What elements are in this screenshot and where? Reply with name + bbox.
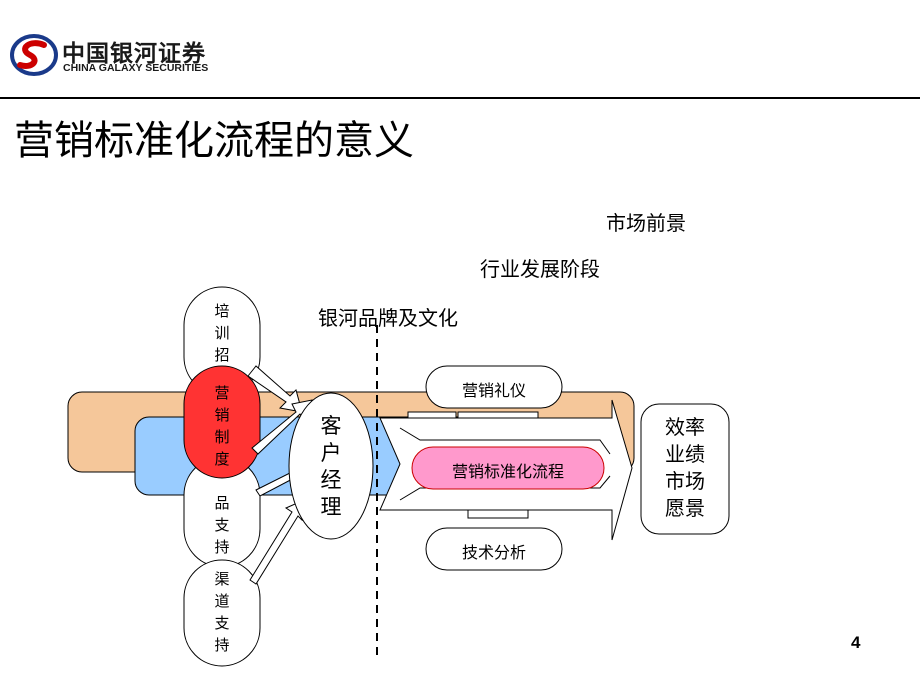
pill-channel-text: 渠 道 支 持 [184, 568, 260, 656]
pill-standard-process [411, 446, 605, 490]
pill-tech-analysis-label: 技术分析 [461, 543, 526, 562]
system-char: 制 [214, 428, 230, 446]
training-char: 训 [214, 324, 230, 342]
arrow-training [247, 365, 303, 413]
page-title: 营销标准化流程的意义 [14, 118, 414, 164]
label-industry-stage: 行业发展阶段 [480, 257, 600, 281]
manager-char: 理 [320, 495, 342, 519]
product-char: 品 [214, 494, 230, 512]
manager-char: 客 [320, 414, 342, 438]
result-line: 愿景 [665, 496, 705, 520]
pill-tech-analysis [425, 527, 563, 571]
pill-training-text: 培 训 招 [184, 300, 260, 366]
pill-system [183, 365, 261, 479]
process-arrow-inner [399, 427, 611, 455]
result-line: 效率 [665, 415, 705, 439]
result-box [640, 403, 730, 535]
pill-channel [183, 559, 261, 667]
channel-char: 支 [214, 614, 230, 632]
system-char: 度 [214, 450, 230, 468]
manager-text: 客 户 经 理 [289, 413, 373, 521]
result-line: 市场 [665, 469, 705, 493]
pill-system-text: 营 销 制 度 [184, 382, 260, 470]
manager-oval [288, 392, 374, 540]
page-number: 4 [851, 633, 861, 652]
logo-text-cn: 中国银河证券 [62, 41, 206, 67]
channel-char: 渠 [214, 570, 230, 588]
channel-char: 持 [214, 636, 230, 654]
training-char: 培 [214, 302, 230, 320]
product-char: 支 [214, 516, 230, 534]
label-brand-culture: 银河品牌及文化 [318, 306, 458, 330]
pill-etiquette [425, 365, 563, 409]
logo-text-en: CHINA GALAXY SECURITIES [63, 62, 209, 74]
manager-char: 经 [320, 468, 342, 492]
pill-product-text: 产 品 支 持 [184, 470, 260, 558]
pill-standard-process-label: 营销标准化流程 [451, 462, 564, 481]
product-char: 持 [214, 538, 230, 556]
system-char: 营 [214, 384, 230, 402]
result-line: 业绩 [665, 442, 705, 466]
channel-char: 道 [214, 592, 230, 610]
training-char: 招 [214, 346, 230, 364]
header-divider [0, 97, 920, 99]
system-char: 销 [214, 406, 230, 424]
result-text: 效率 业绩 市场 愿景 [641, 414, 729, 522]
pill-etiquette-label: 营销礼仪 [461, 381, 526, 400]
galaxy-logo-icon [10, 34, 58, 76]
label-market-outlook: 市场前景 [606, 211, 686, 235]
manager-char: 户 [320, 441, 342, 465]
